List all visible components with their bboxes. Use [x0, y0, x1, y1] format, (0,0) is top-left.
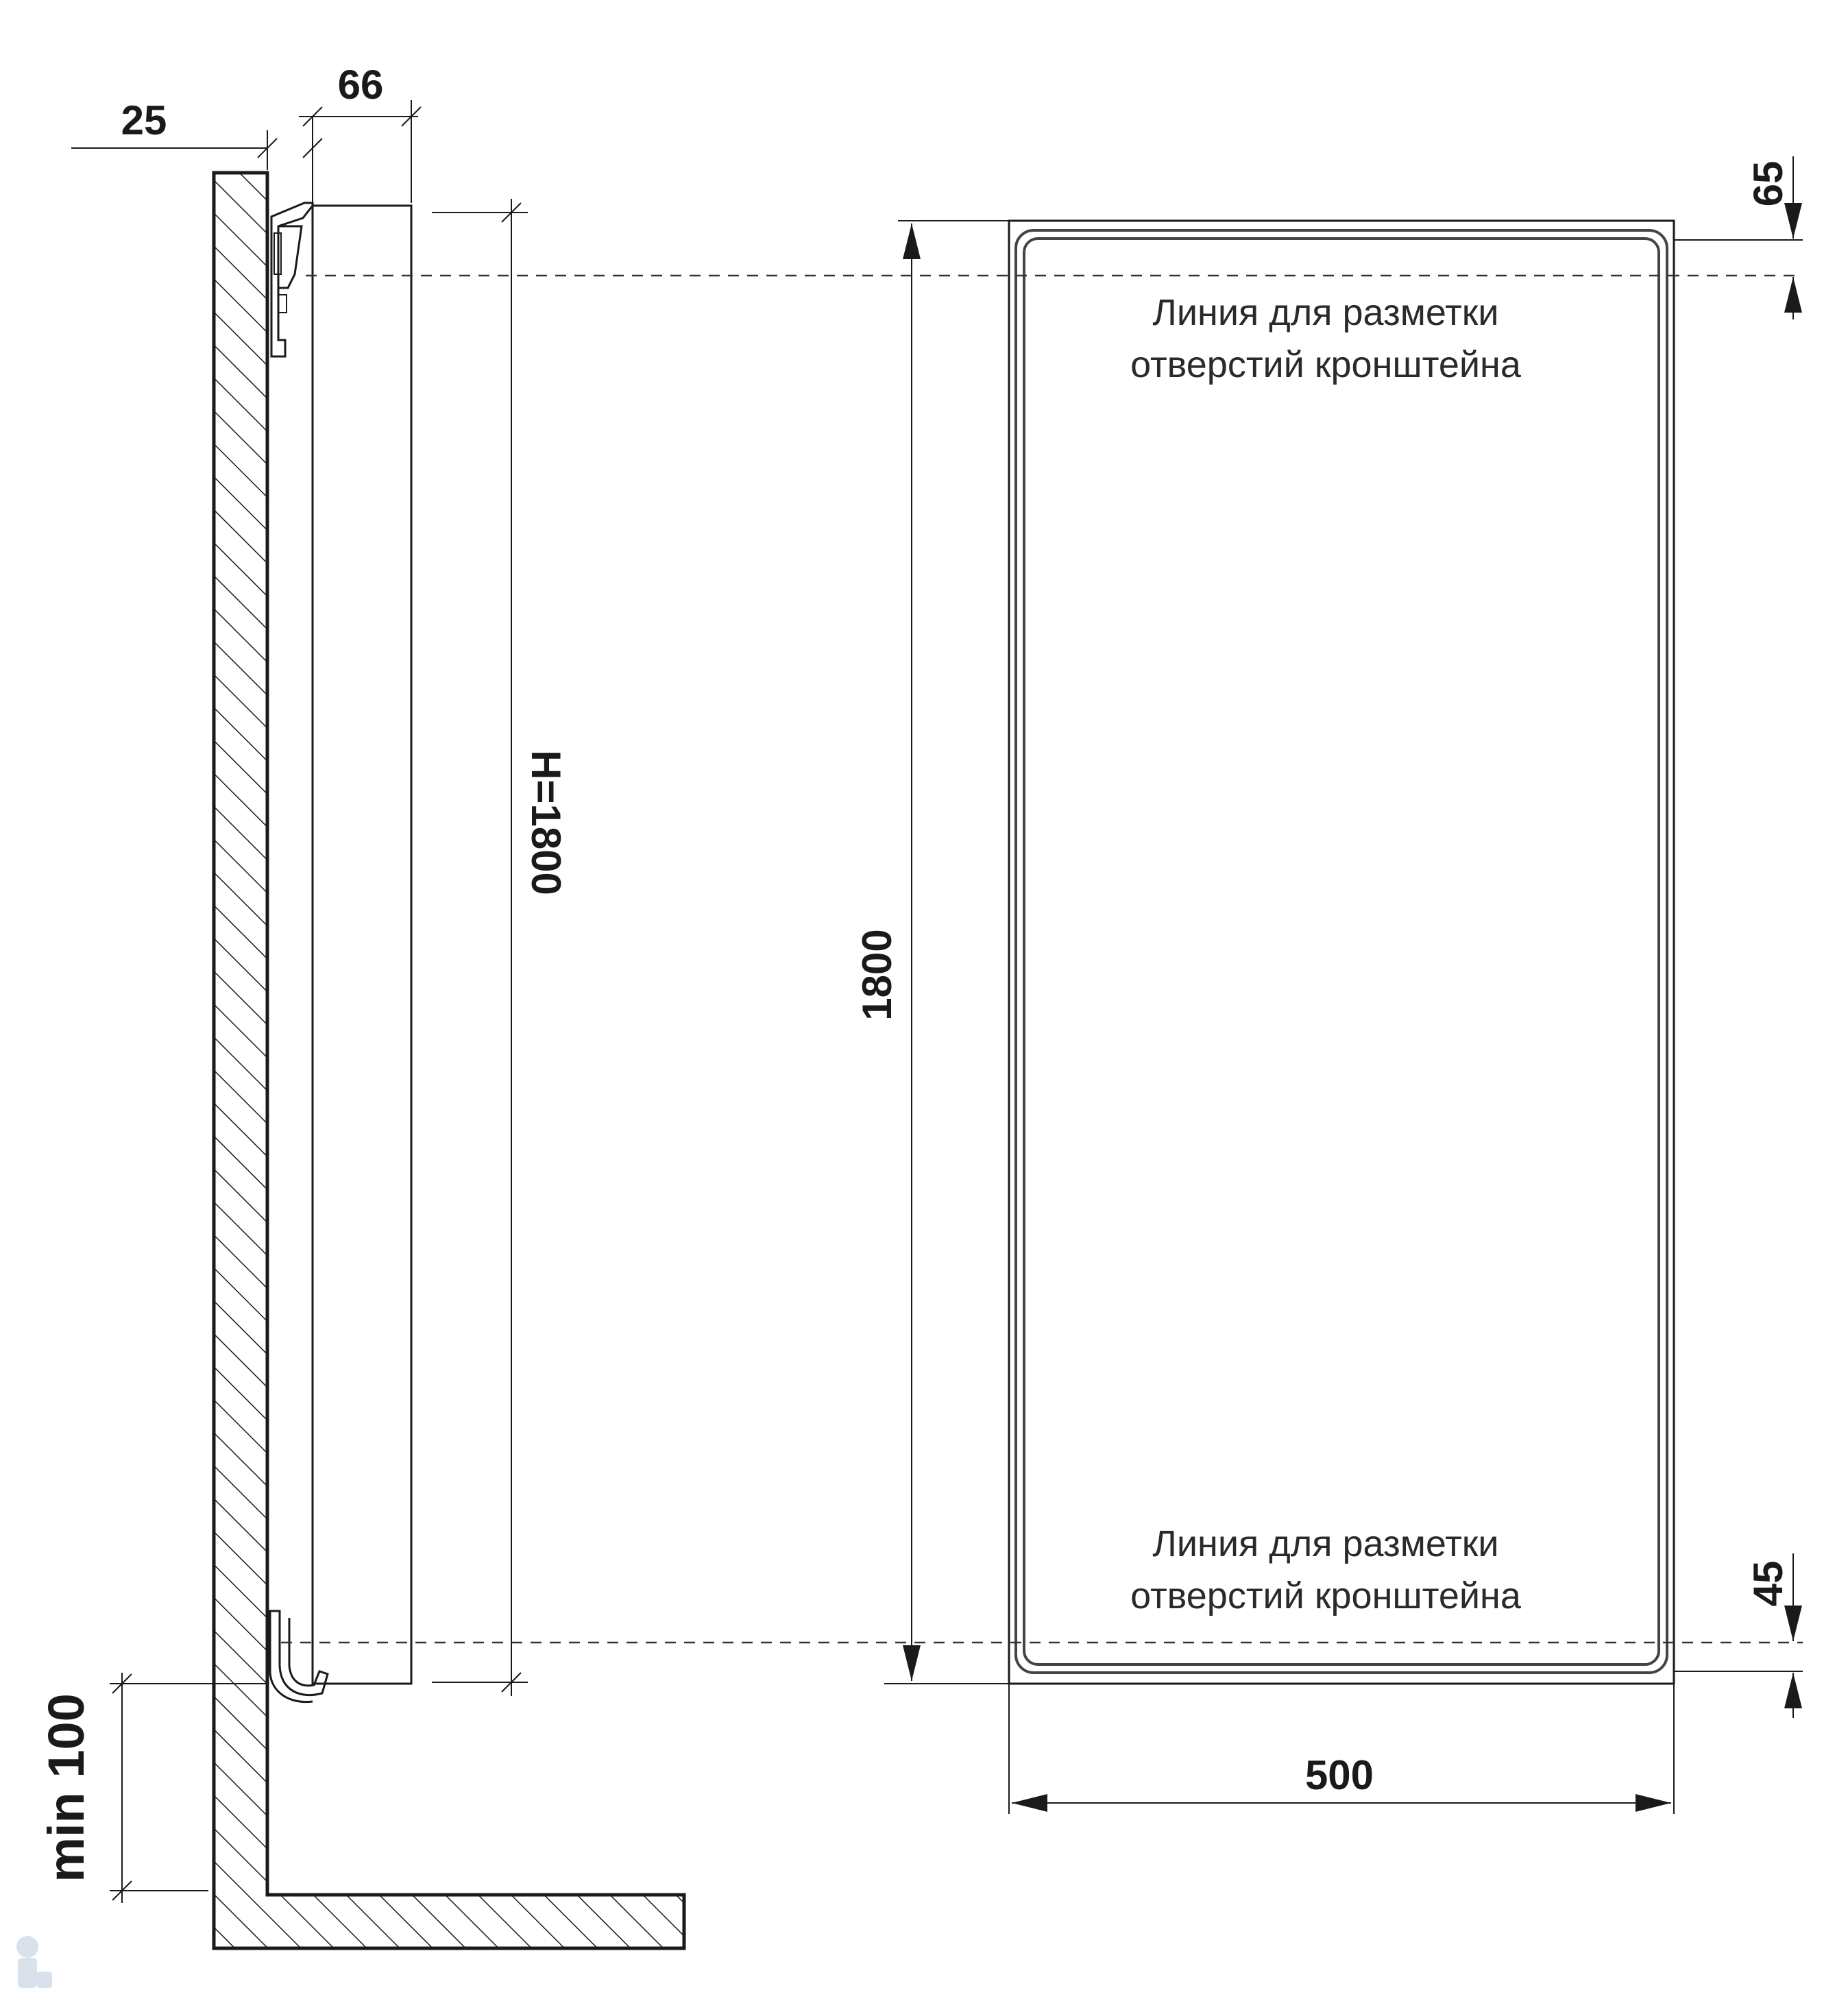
dim-depth-label: 66	[338, 62, 384, 108]
dim-top-offset-label: 65	[1745, 161, 1791, 207]
dim-wall-gap-label: 25	[121, 97, 167, 143]
top-note-line1: Линия для разметки	[1152, 292, 1498, 333]
dim-bottom-offset-label: 45	[1745, 1561, 1791, 1607]
dim-top-offset: 65	[1674, 156, 1803, 319]
dim-height-side: H=1800	[432, 199, 569, 1696]
radiator-side-profile	[311, 204, 413, 1685]
dim-wall-gap: 25	[71, 97, 278, 170]
dim-width-label: 500	[1305, 1752, 1374, 1798]
dim-height-front: 1800	[854, 220, 1014, 1684]
dim-floor-gap-label: min 100	[38, 1693, 95, 1882]
dim-width: 500	[1008, 1684, 1675, 1814]
radiator-front-view	[1008, 219, 1675, 1685]
top-bracket	[270, 202, 314, 358]
watermark-logo	[16, 1936, 52, 1988]
bottom-note-line2: отверстий кронштейна	[1130, 1575, 1522, 1616]
bottom-note-line1: Линия для разметки	[1152, 1523, 1498, 1564]
dim-height-side-label: H=1800	[523, 750, 569, 895]
dim-height-front-label: 1800	[854, 929, 900, 1020]
top-note-line2: отверстий кронштейна	[1130, 344, 1522, 385]
dim-floor-gap: min 100	[38, 1673, 267, 1903]
wall-section	[212, 171, 686, 1950]
bottom-bracket	[269, 1610, 329, 1704]
dim-bottom-offset: 45	[1674, 1553, 1803, 1718]
dim-depth: 66	[299, 62, 422, 206]
